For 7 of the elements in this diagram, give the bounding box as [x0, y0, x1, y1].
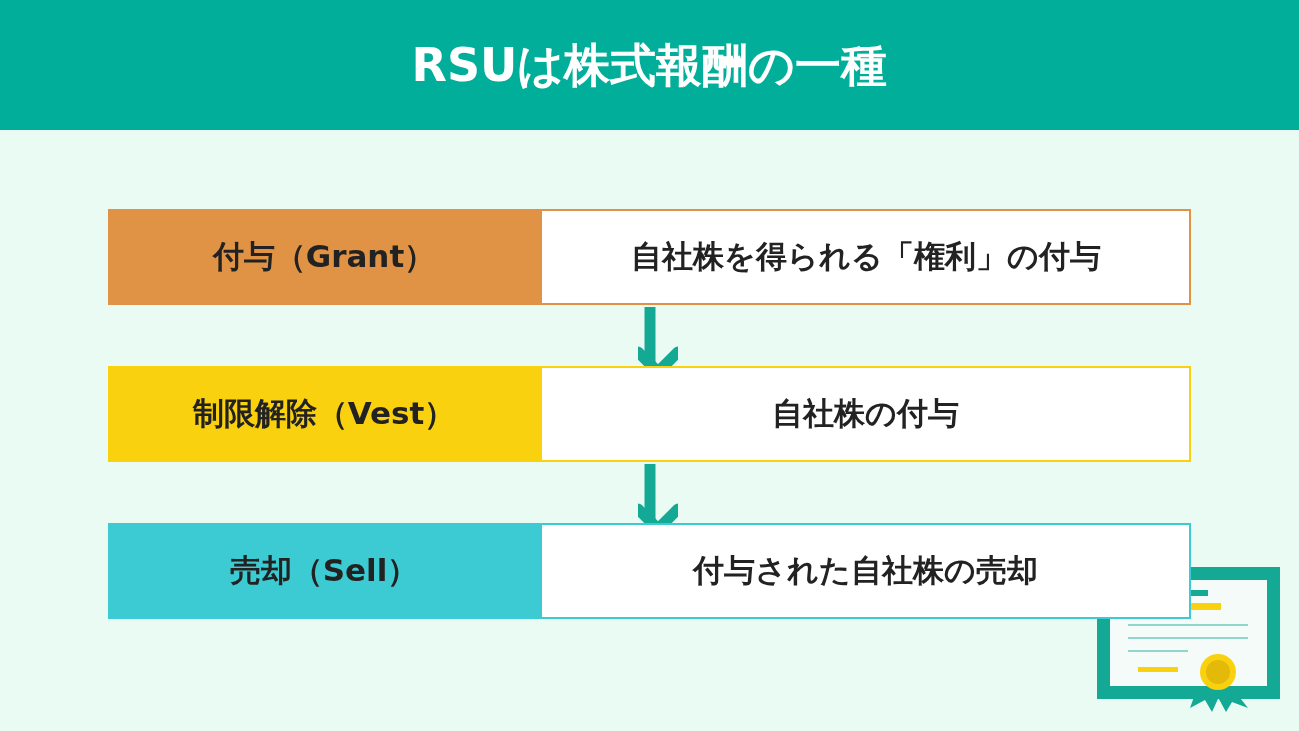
- description-box: 自社株の付与: [540, 366, 1191, 462]
- step-label-box: 売却（Sell）: [108, 523, 540, 619]
- description-box: 自社株を得られる「権利」の付与: [540, 209, 1191, 305]
- step-label-box: 付与（Grant）: [108, 209, 540, 305]
- title: RSUは株式報酬の一種: [410, 37, 889, 94]
- description-box: 付与された自社株の売却: [540, 523, 1191, 619]
- step-label-box: 制限解除（Vest）: [108, 366, 540, 462]
